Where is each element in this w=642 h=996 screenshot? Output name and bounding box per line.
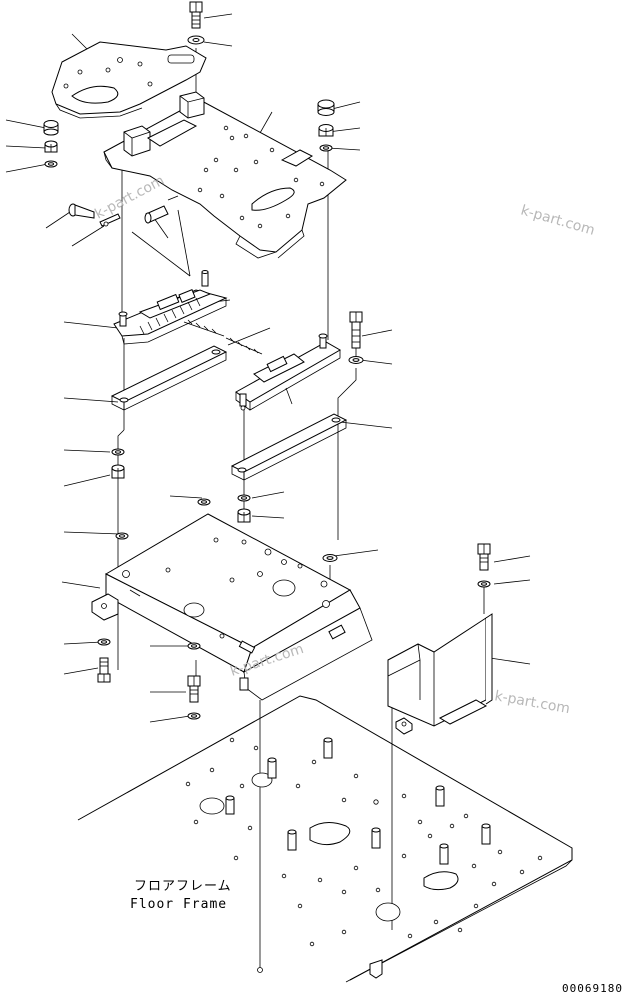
- left-flat-rail: [110, 345, 228, 411]
- watermark: k-part.com: [493, 688, 571, 717]
- center-lower-washer: [187, 642, 201, 650]
- floor-frame: [77, 695, 573, 983]
- right-mid-bolt: [349, 311, 363, 349]
- lower-left-washer: [97, 638, 111, 646]
- center-washer-right: [237, 494, 251, 502]
- right-side-washer: [477, 580, 491, 588]
- right-mid-washer: [348, 356, 364, 364]
- right-side-bolt: [477, 543, 491, 571]
- right-base-washer: [322, 554, 338, 562]
- spring: [183, 319, 263, 355]
- lower-left-bolt: [97, 657, 111, 683]
- center-lower-washer-2: [187, 712, 201, 720]
- floor-frame-label-jp: フロアフレーム: [134, 879, 232, 894]
- top-bracket-plate: [51, 41, 207, 119]
- left-rail-nut: [111, 464, 125, 479]
- left-nut: [44, 140, 58, 153]
- center-lower-bolt: [187, 675, 201, 703]
- right-seat-rail: [235, 333, 342, 411]
- left-washer: [44, 160, 58, 168]
- center-nut: [237, 508, 251, 523]
- left-cap-nut: [43, 120, 59, 136]
- pivot-pin: [68, 203, 95, 219]
- base-box: [91, 513, 373, 701]
- side-cover: [387, 613, 493, 735]
- center-washer-left: [197, 498, 211, 506]
- right-flat-rail: [230, 413, 348, 481]
- left-rail-washer: [111, 448, 125, 456]
- left-base-washer: [115, 532, 129, 540]
- watermark: k-part.com: [519, 202, 597, 238]
- right-top-nut: [318, 124, 334, 137]
- top-bolt: [189, 1, 203, 29]
- right-top-washer: [319, 144, 333, 152]
- clip-pin: [99, 213, 121, 227]
- drawing-code: 00069180: [562, 982, 623, 995]
- right-top-cap-nut: [317, 99, 335, 116]
- sleeve-pin: [144, 195, 179, 224]
- left-seat-rail: [113, 270, 228, 345]
- upper-floor-plate: [103, 91, 347, 259]
- floor-frame-label-en: Floor Frame: [130, 897, 227, 912]
- top-washer: [187, 35, 205, 45]
